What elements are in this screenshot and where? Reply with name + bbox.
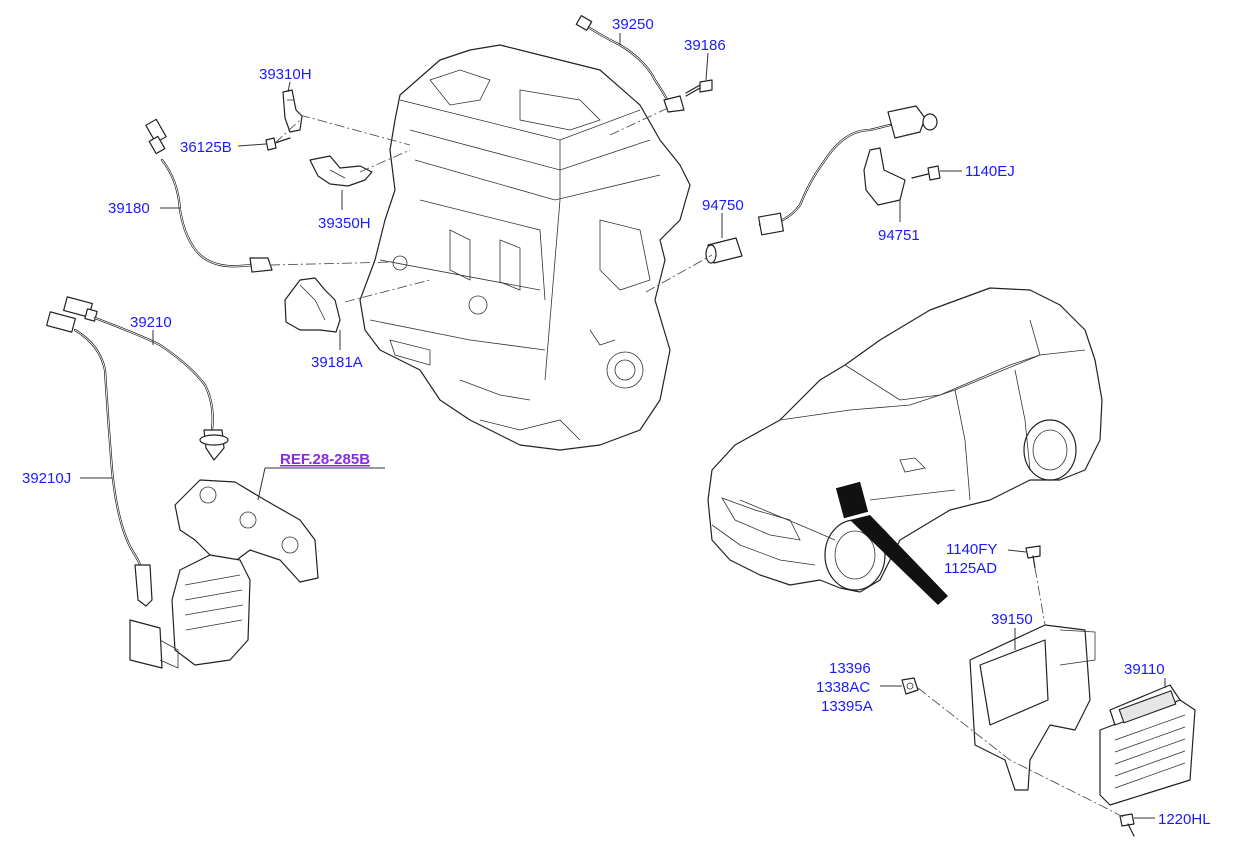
label-94750[interactable]: 94750 (702, 197, 744, 214)
bracket-39350H[interactable] (309, 155, 373, 187)
label-39150[interactable]: 39150 (991, 611, 1033, 628)
sensor-94750[interactable] (705, 105, 938, 264)
sensor-39210[interactable] (63, 296, 229, 461)
reference-link[interactable]: REF.28-285B (280, 451, 370, 468)
label-39186[interactable]: 39186 (684, 37, 726, 54)
label-39180[interactable]: 39180 (108, 200, 150, 217)
label-36125B[interactable]: 36125B (180, 139, 232, 156)
label-39250[interactable]: 39250 (612, 16, 654, 33)
label-1125AD[interactable]: 1125AD (944, 560, 997, 577)
sensor-39250[interactable] (575, 15, 685, 113)
label-39310H[interactable]: 39310H (259, 66, 312, 83)
ecu-39110[interactable] (1099, 684, 1196, 806)
bracket-94751[interactable] (863, 147, 906, 206)
label-13396[interactable]: 13396 (829, 660, 871, 677)
label-1140EJ[interactable]: 1140EJ (965, 163, 1015, 180)
label-13395A[interactable]: 13395A (821, 698, 873, 715)
bolt-36125B[interactable] (265, 137, 291, 151)
sensor-39180[interactable] (145, 118, 273, 273)
assembly-center-lines (269, 107, 1126, 819)
bolt-39186[interactable] (685, 79, 713, 97)
label-1338AC[interactable]: 1338AC (816, 679, 870, 696)
label-39350H[interactable]: 39350H (318, 215, 371, 232)
label-1220HL[interactable]: 1220HL (1158, 811, 1211, 828)
label-39210[interactable]: 39210 (130, 314, 172, 331)
sensor-39210J[interactable] (46, 311, 153, 607)
bolt-1220HL[interactable] (1119, 813, 1135, 837)
exhaust-manifold-catalyst (129, 479, 319, 669)
sensor-39310H[interactable] (282, 89, 303, 133)
label-39210J[interactable]: 39210J (22, 470, 71, 487)
label-39110[interactable]: 39110 (1124, 661, 1165, 678)
bracket-39181A[interactable] (284, 277, 341, 333)
bracket-39150[interactable] (969, 624, 1096, 791)
label-94751[interactable]: 94751 (878, 227, 920, 244)
engine-assembly (359, 44, 691, 451)
nut-13396[interactable] (901, 677, 919, 695)
part-labels: 39250 39186 39310H 36125B 39180 39350H 9… (22, 16, 1211, 828)
label-1140FY[interactable]: 1140FY (946, 541, 997, 558)
label-39181A[interactable]: 39181A (311, 354, 363, 371)
bolt-1140FY[interactable] (1025, 545, 1041, 569)
vehicle-illustration (707, 287, 1103, 605)
bolt-1140EJ[interactable] (911, 165, 941, 181)
leader-lines (80, 33, 1166, 819)
